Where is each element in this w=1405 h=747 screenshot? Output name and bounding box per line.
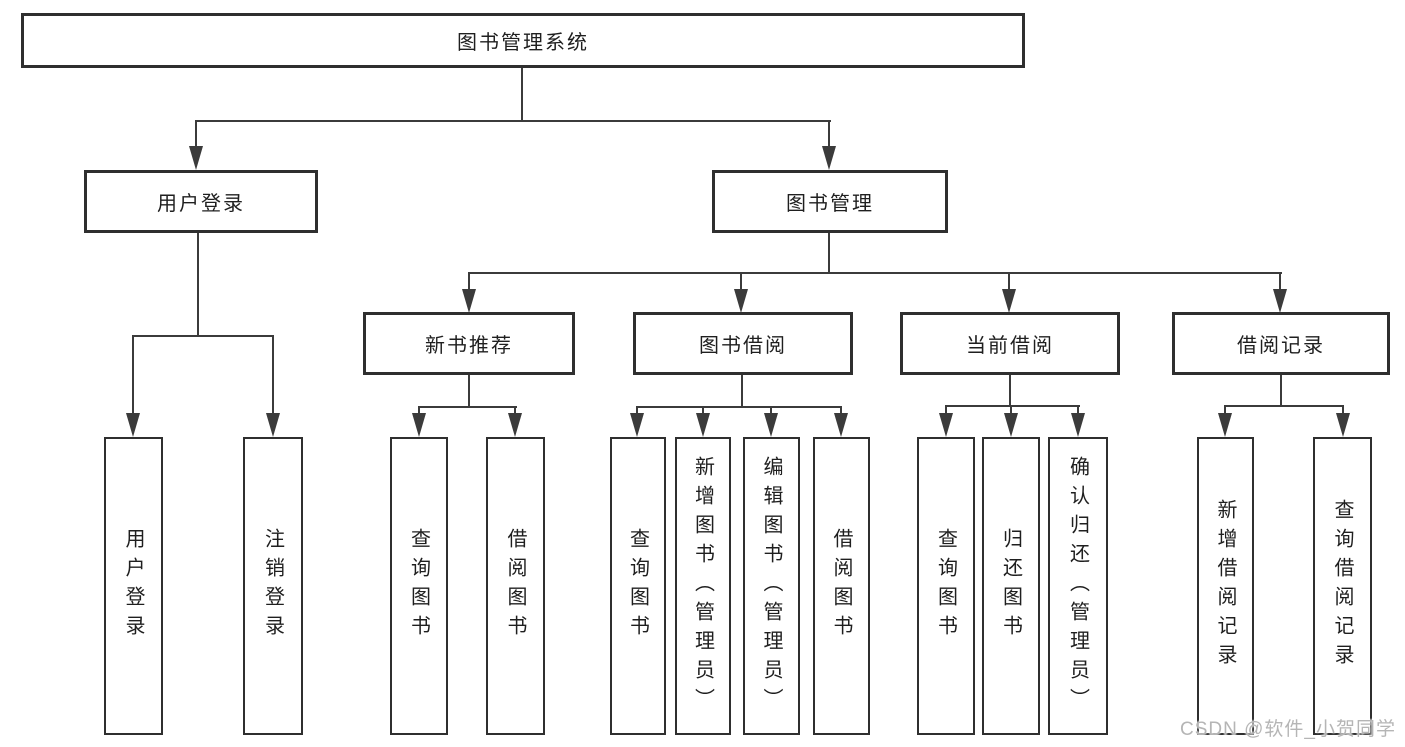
arrow-down-icon bbox=[764, 413, 778, 437]
leaf-label: 查询图书 bbox=[626, 528, 649, 644]
connector bbox=[468, 272, 470, 291]
arrow-down-icon bbox=[126, 413, 140, 437]
arrow-down-icon bbox=[189, 146, 203, 170]
node-label: 新书推荐 bbox=[425, 335, 513, 357]
connector bbox=[1077, 405, 1079, 415]
connector bbox=[945, 405, 947, 415]
leaf-label: 用户登录 bbox=[122, 528, 144, 644]
arrow-down-icon bbox=[1336, 413, 1350, 437]
connector bbox=[1010, 405, 1012, 415]
connector bbox=[1224, 405, 1344, 407]
connector bbox=[132, 335, 274, 337]
connector bbox=[514, 406, 516, 415]
arrow-down-icon bbox=[630, 413, 644, 437]
connector bbox=[1008, 272, 1010, 291]
leaf-query-books: 查询图书 bbox=[610, 437, 666, 735]
node-label: 借阅记录 bbox=[1237, 335, 1325, 357]
connector bbox=[1224, 405, 1226, 415]
leaf-add-books-admin: 新增图书（管理员） bbox=[675, 437, 731, 735]
leaf-borrow-books: 借阅图书 bbox=[813, 437, 870, 735]
leaf-query-borrow-record: 查询借阅记录 bbox=[1313, 437, 1372, 735]
connector bbox=[1279, 272, 1281, 291]
leaf-query-books: 查询图书 bbox=[917, 437, 975, 735]
leaf-label: 新增借阅记录 bbox=[1214, 499, 1236, 673]
arrow-down-icon bbox=[734, 289, 748, 313]
node-label: 图书管理 bbox=[786, 193, 874, 215]
connector bbox=[740, 272, 742, 291]
node-label: 当前借阅 bbox=[966, 335, 1054, 357]
leaf-query-books: 查询图书 bbox=[390, 437, 448, 735]
csdn-watermark: CSDN @软件_小贺同学 bbox=[1180, 719, 1396, 740]
connector bbox=[132, 335, 134, 415]
leaf-label: 编辑图书（管理员） bbox=[760, 455, 782, 717]
leaf-label: 查询借阅记录 bbox=[1331, 499, 1353, 673]
connector bbox=[770, 406, 772, 415]
arrow-down-icon bbox=[939, 413, 953, 437]
node-label: 图书借阅 bbox=[699, 335, 787, 357]
leaf-label: 注销登录 bbox=[261, 528, 284, 644]
node-root-system: 图书管理系统 bbox=[21, 13, 1025, 68]
connector bbox=[636, 406, 638, 415]
connector bbox=[828, 120, 830, 148]
connector bbox=[945, 405, 1080, 407]
connector bbox=[468, 272, 1282, 274]
leaf-label: 借阅图书 bbox=[504, 528, 526, 644]
leaf-return-books: 归还图书 bbox=[982, 437, 1040, 735]
leaf-label: 查询图书 bbox=[934, 528, 957, 644]
connector bbox=[840, 406, 842, 415]
leaf-edit-books-admin: 编辑图书（管理员） bbox=[743, 437, 800, 735]
arrow-down-icon bbox=[696, 413, 710, 437]
arrow-down-icon bbox=[1218, 413, 1232, 437]
connector bbox=[418, 406, 420, 415]
connector bbox=[521, 68, 523, 120]
arrow-down-icon bbox=[1071, 413, 1085, 437]
arrow-down-icon bbox=[508, 413, 522, 437]
connector bbox=[1009, 375, 1011, 407]
connector bbox=[741, 375, 743, 408]
leaf-label: 新增图书（管理员） bbox=[691, 455, 714, 717]
connector bbox=[468, 375, 470, 408]
connector bbox=[1280, 375, 1282, 407]
arrow-down-icon bbox=[1002, 289, 1016, 313]
leaf-add-borrow-record: 新增借阅记录 bbox=[1197, 437, 1254, 735]
leaf-label: 查询图书 bbox=[407, 528, 430, 644]
connector bbox=[272, 335, 274, 415]
connector bbox=[418, 406, 517, 408]
arrow-down-icon bbox=[834, 413, 848, 437]
connector bbox=[195, 120, 197, 148]
leaf-confirm-return-admin: 确认归还（管理员） bbox=[1048, 437, 1108, 735]
node-user-login: 用户登录 bbox=[84, 170, 318, 233]
arrow-down-icon bbox=[1273, 289, 1287, 313]
connector bbox=[636, 406, 842, 408]
connector bbox=[828, 233, 830, 274]
leaf-label: 借阅图书 bbox=[830, 528, 852, 644]
arrow-down-icon bbox=[266, 413, 280, 437]
leaf-borrow-books: 借阅图书 bbox=[486, 437, 545, 735]
node-label: 图书管理系统 bbox=[457, 32, 589, 54]
leaf-logout: 注销登录 bbox=[243, 437, 303, 735]
connector bbox=[197, 233, 199, 335]
connector bbox=[195, 120, 831, 122]
node-new-book-recommend: 新书推荐 bbox=[363, 312, 575, 375]
leaf-user-login: 用户登录 bbox=[104, 437, 163, 735]
node-label: 用户登录 bbox=[157, 193, 245, 215]
node-book-borrowing: 图书借阅 bbox=[633, 312, 853, 375]
arrow-down-icon bbox=[412, 413, 426, 437]
node-current-borrowing: 当前借阅 bbox=[900, 312, 1120, 375]
arrow-down-icon bbox=[822, 146, 836, 170]
node-borrowing-records: 借阅记录 bbox=[1172, 312, 1390, 375]
leaf-label: 确认归还（管理员） bbox=[1066, 455, 1089, 717]
leaf-label: 归还图书 bbox=[999, 528, 1022, 644]
arrow-down-icon bbox=[1004, 413, 1018, 437]
arrow-down-icon bbox=[462, 289, 476, 313]
node-book-management: 图书管理 bbox=[712, 170, 948, 233]
connector bbox=[1342, 405, 1344, 415]
connector bbox=[702, 406, 704, 415]
